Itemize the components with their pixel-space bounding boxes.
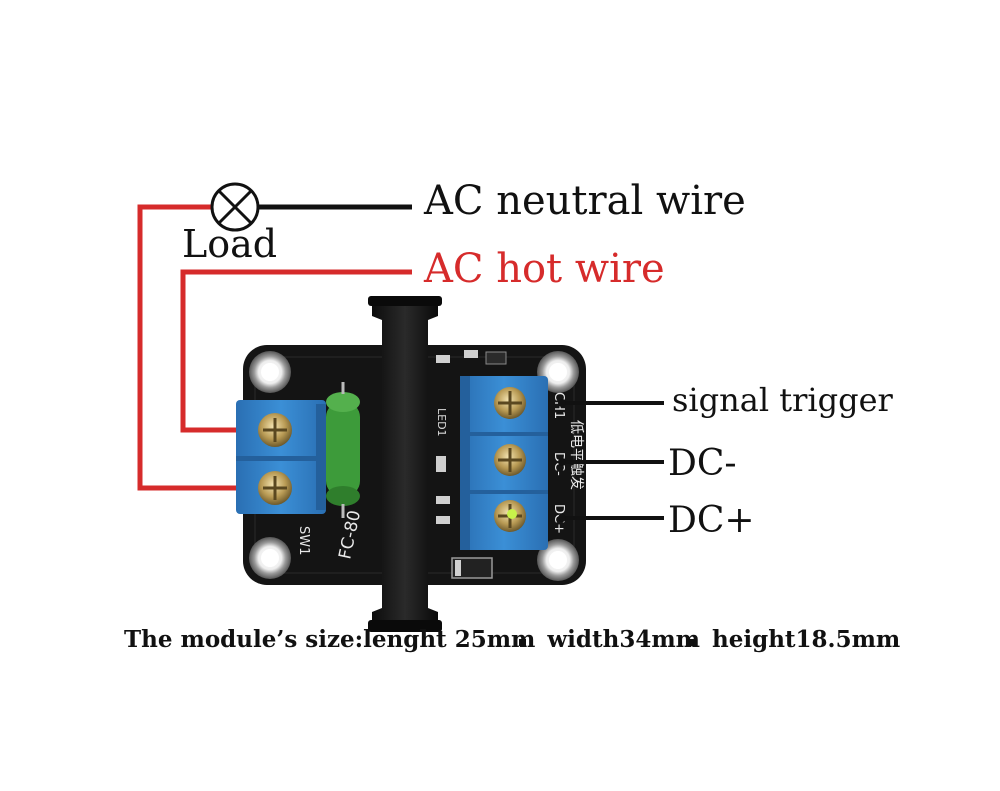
led-marking: LED1 [435, 408, 448, 437]
signal-trigger-wire [558, 399, 664, 407]
terminal-screw-ac-2 [258, 471, 292, 505]
fuse-component [326, 382, 360, 518]
load-lamp-icon [210, 182, 260, 232]
dc-minus-label: DC- [668, 443, 737, 484]
signal-trigger-label: signal trigger [672, 381, 893, 419]
status-led [507, 509, 517, 519]
switch-marking: SW1 [296, 526, 311, 555]
ac-neutral-label: AC neutral wire [424, 178, 746, 224]
pin-label-ch1: CH1 [551, 392, 566, 419]
ac-hot-label: AC hot wire [424, 246, 665, 292]
terminal-screw-ch1 [494, 387, 526, 419]
hot-wire-inner [180, 269, 412, 433]
caption-bullet-1 [519, 639, 526, 646]
smd-components [436, 350, 507, 579]
dc-plus-wire [558, 514, 664, 522]
caption-length: The module’s size:lenght 25mm [124, 626, 536, 653]
mounting-hole-bottom-right [537, 539, 579, 581]
module-size-caption: The module’s size:lenght 25mm width34mm he… [124, 626, 900, 653]
terminal-screw-dc-minus [494, 444, 526, 476]
load-label: Load [182, 222, 278, 266]
caption-bullet-2 [687, 639, 694, 646]
hot-wire-outer [137, 204, 236, 491]
caption-height: height18.5mm [712, 626, 901, 653]
dc-plus-label: DC+ [668, 500, 755, 541]
dc-minus-wire [558, 458, 664, 466]
mounting-hole-top-left [249, 351, 291, 393]
caption-width: width34mm [547, 626, 701, 653]
relay-body [368, 296, 442, 632]
chinese-marking: 低电平触发 [568, 420, 584, 490]
mounting-hole-bottom-left [249, 537, 291, 579]
terminal-screw-ac-1 [258, 413, 292, 447]
